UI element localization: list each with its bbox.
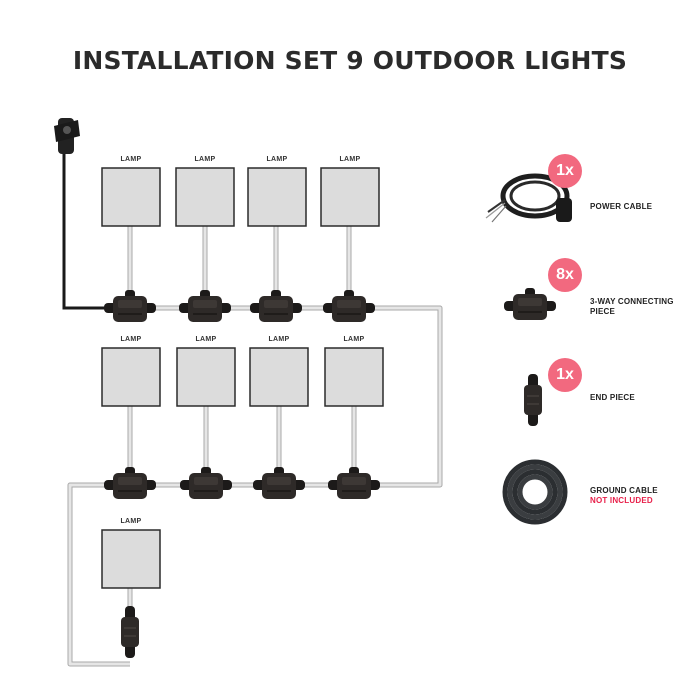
- end-piece-label: END PIECE: [590, 393, 635, 402]
- ground-cable-label: GROUND CABLE NOT INCLUDED: [590, 486, 690, 506]
- page-title: INSTALLATION SET 9 OUTDOOR LIGHTS: [72, 46, 628, 75]
- not-included-warning: NOT INCLUDED: [590, 496, 653, 505]
- lamp-label: LAMP: [195, 336, 217, 343]
- three-way-connector: [323, 290, 375, 322]
- power-cable-qty-badge: 1x: [548, 154, 582, 188]
- power-cord: [62, 152, 120, 310]
- lamp-label: LAMP: [266, 156, 288, 163]
- power-cable-icon: [485, 173, 572, 223]
- three-way-connector: [104, 467, 156, 499]
- lamp-box: [324, 347, 384, 407]
- lamp-box: [247, 167, 307, 227]
- lamp-box: [101, 167, 161, 227]
- 3-way-connector-icon: [504, 288, 556, 320]
- ground-cable-name: GROUND CABLE: [590, 486, 658, 495]
- lamp-box: [176, 347, 236, 407]
- lamp-label: LAMP: [343, 336, 365, 343]
- three-way-connector: [179, 290, 231, 322]
- lamp-label: LAMP: [120, 336, 142, 343]
- connector-qty-badge: 8x: [548, 258, 582, 292]
- lamp-label: LAMP: [194, 156, 216, 163]
- lamp-label: LAMP: [120, 518, 142, 525]
- lamps: [101, 167, 384, 589]
- power-plug-icon: [54, 118, 80, 154]
- end-piece: [121, 606, 139, 658]
- lamp-label: LAMP: [268, 336, 290, 343]
- lamp-box: [249, 347, 309, 407]
- power-cable-label: POWER CABLE: [590, 202, 653, 211]
- lamp-label: LAMP: [120, 156, 142, 163]
- end-piece-qty-badge: 1x: [548, 358, 582, 392]
- three-way-connector: [253, 467, 305, 499]
- lamp-box: [175, 167, 235, 227]
- legend-icons: [485, 173, 572, 525]
- ground-cable-icon: [502, 459, 568, 525]
- plug-pin: [63, 126, 71, 134]
- three-way-connector: [104, 290, 156, 322]
- three-way-connector: [250, 290, 302, 322]
- lamp-box: [101, 347, 161, 407]
- three-way-connector: [328, 467, 380, 499]
- three-way-connector: [180, 467, 232, 499]
- connector-label: 3-WAY CONNECTING PIECE: [590, 297, 674, 316]
- end-piece-icon: [524, 374, 542, 426]
- lamp-label: LAMP: [339, 156, 361, 163]
- lamp-box: [101, 529, 161, 589]
- connectors: [104, 290, 380, 658]
- lamp-box: [320, 167, 380, 227]
